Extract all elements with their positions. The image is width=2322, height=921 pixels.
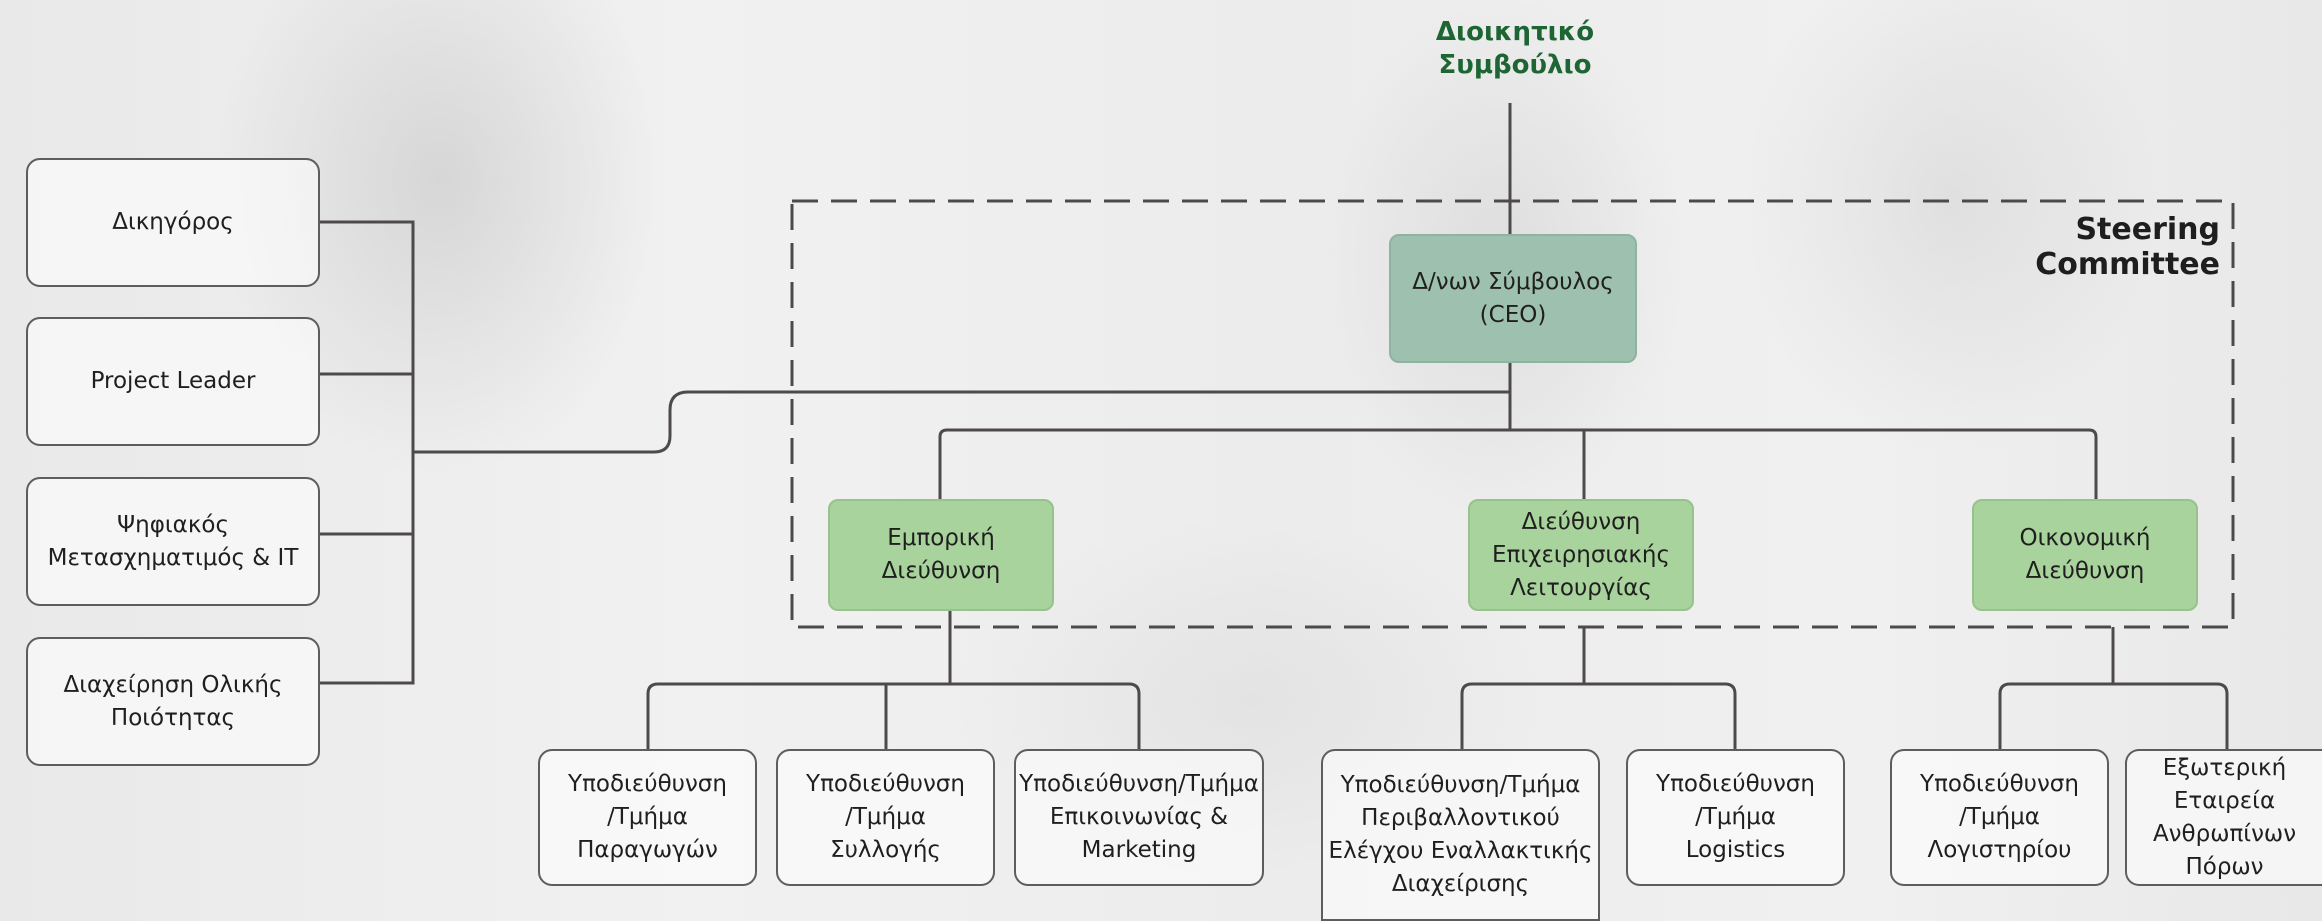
commercial-bus-line xyxy=(646,682,1141,749)
advisor-digital-it-box: Ψηφιακός Μετασχηματιμός & IT xyxy=(26,477,320,606)
board-of-directors-title: Διοικητικό Συμβούλιο xyxy=(1435,17,1595,80)
steering-committee-label: Steering Committee xyxy=(2035,212,2220,282)
commercial-directorate-box: Εμπορική Διεύθυνση xyxy=(828,499,1054,611)
unit-logistics-box: Υποδιεύθυνση /Τμήμα Logistics xyxy=(1626,749,1845,886)
unit-accounting-box: Υποδιεύθυνση /Τμήμα Λογιστηρίου xyxy=(1890,749,2109,886)
steering-committee-frame xyxy=(790,199,2235,629)
unit-collection-box: Υποδιεύθυνση /Τμήμα Συλλογής xyxy=(776,749,995,886)
advisors-link-line xyxy=(413,390,1510,454)
ceo-box: Δ/νων Σύμβουλος (CEO) xyxy=(1389,234,1637,363)
financial-bus-line xyxy=(1998,682,2229,749)
advisor-quality-box: Διαχείρηση Ολικής Ποιότητας xyxy=(26,637,320,766)
unit-environmental-box: Υποδιεύθυνση/Τμήμα Περιβαλλοντικού Ελέγχ… xyxy=(1321,749,1600,921)
operations-directorate-box: Διεύθυνση Επιχειρησιακής Λειτουργίας xyxy=(1468,499,1694,611)
unit-marketing-box: Υποδιεύθυνση/Τμήμα Επικοινωνίας & Market… xyxy=(1014,749,1264,886)
advisors-bracket-line xyxy=(319,220,415,685)
advisor-lawyer-box: Δικηγόρος xyxy=(26,158,320,287)
operations-bus-line xyxy=(1460,682,1737,749)
advisor-project-leader-box: Project Leader xyxy=(26,317,320,446)
unit-external-hr-box: Εξωτερική Εταιρεία Ανθρωπίνων Πόρων xyxy=(2125,749,2322,886)
financial-directorate-box: Οικονομική Διεύθυνση xyxy=(1972,499,2198,611)
directorates-bus-line xyxy=(938,428,2098,499)
unit-producers-box: Υποδιεύθυνση /Τμήμα Παραγωγών xyxy=(538,749,757,886)
